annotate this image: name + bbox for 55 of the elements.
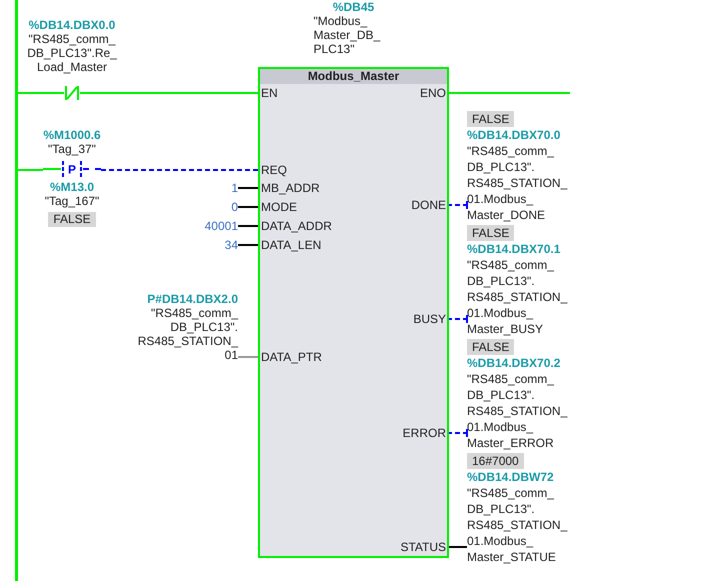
value-display: FALSE — [467, 225, 514, 241]
connection-line — [116, 92, 260, 94]
pin-label: DONE — [411, 197, 447, 213]
power-rail — [15, 0, 18, 581]
pin-label: MB_ADDR — [260, 180, 320, 196]
pin-label: ERROR — [402, 425, 447, 441]
pin-label: EN — [260, 85, 278, 101]
pin-label: DATA_ADDR — [260, 218, 332, 234]
tag-name: "RS485_comm_ DB_PLC13". RS485_STATION_ 01.Modbus_ Master_DONE — [467, 143, 568, 223]
connection-line — [18, 169, 43, 171]
tag-name: "Tag_37" — [48, 142, 96, 156]
tag-name: "RS485_comm_ DB_PLC13". RS485_STATION_ 01.Modbus_ Master_BUSY — [467, 257, 568, 337]
tag-name: "Tag_167" — [44, 194, 100, 208]
connection-line — [101, 169, 260, 171]
address-text: %M13.0 — [50, 180, 94, 194]
connection-line — [238, 356, 260, 358]
connection-line — [238, 206, 260, 208]
tag-name: "RS485_comm_ DB_PLC13". RS485_STATION_ 01 — [136, 306, 238, 362]
pin-label: MODE — [260, 199, 297, 215]
connection-line — [238, 244, 260, 246]
value-display: FALSE — [467, 111, 514, 127]
address-text: %DB14.DBW72 — [467, 469, 555, 485]
pin-label: DATA_PTR — [260, 349, 322, 365]
constant-value: 34 — [178, 237, 238, 253]
constant-value: 40001 — [178, 218, 238, 234]
pin-label: STATUS — [400, 539, 447, 555]
pin-label: BUSY — [413, 311, 447, 327]
address-text: P#DB14.DBX2.0 — [146, 292, 238, 306]
connection-line — [18, 92, 28, 94]
tag-name: "RS485_comm_ DB_PLC13".Re_ Load_Master — [27, 32, 117, 74]
connection-line — [447, 314, 468, 324]
connection-line — [447, 92, 570, 94]
tag-name: "RS485_comm_ DB_PLC13". RS485_STATION_ 01.Modbus_ Master_STATUE — [467, 485, 568, 565]
instance-name: "Modbus_ Master_DB_ PLC13" — [314, 14, 382, 56]
connection-line — [238, 225, 260, 227]
pin-label: REQ — [260, 162, 288, 178]
connection-line — [447, 428, 468, 438]
address-text: %DB14.DBX70.2 — [467, 355, 562, 371]
value-display: 16#7000 — [467, 453, 524, 469]
connection-line — [447, 200, 468, 210]
connection-line — [447, 546, 467, 548]
value-display: FALSE — [48, 212, 96, 227]
connection-line — [238, 187, 260, 189]
pin-label: DATA_LEN — [260, 237, 322, 253]
pin-label: ENO — [420, 85, 447, 101]
constant-value: 1 — [178, 180, 238, 196]
address-text: %DB14.DBX0.0 — [28, 18, 116, 32]
address-text: %DB45 — [332, 0, 374, 14]
address-text: %M1000.6 — [43, 128, 101, 142]
constant-value: 0 — [178, 199, 238, 215]
address-text: %DB14.DBX70.1 — [467, 241, 562, 257]
value-display: FALSE — [467, 339, 514, 355]
address-text: %DB14.DBX70.0 — [467, 127, 562, 143]
block-header: Modbus_Master — [260, 69, 447, 84]
tag-name: "RS485_comm_ DB_PLC13". RS485_STATION_ 01.Modbus_ Master_ERROR — [467, 371, 568, 451]
